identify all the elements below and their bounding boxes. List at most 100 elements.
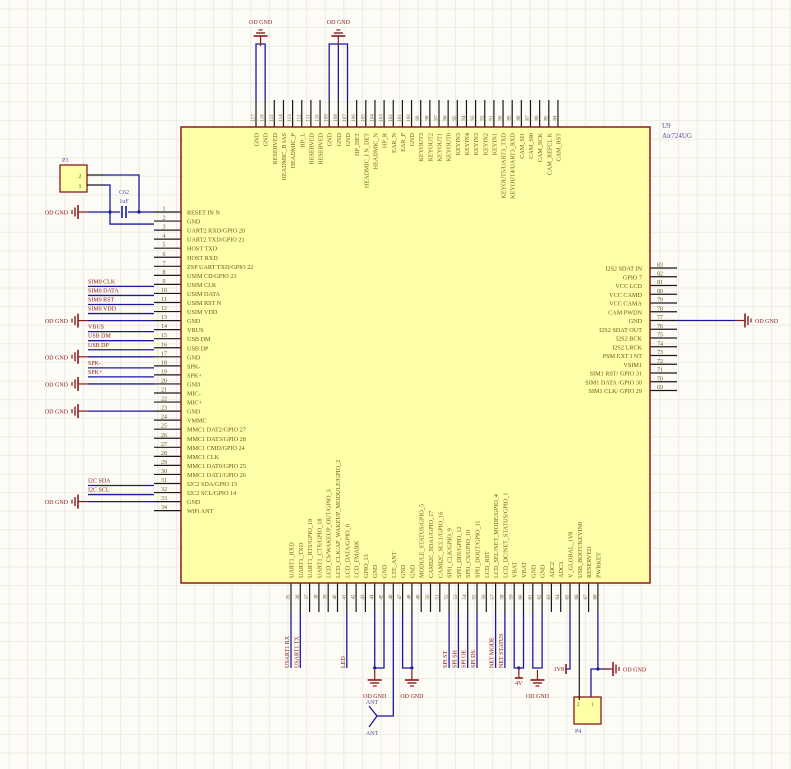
gnd-label: OD GND bbox=[400, 694, 424, 700]
pin-number: 52 bbox=[445, 594, 450, 600]
pin-name: KEYOUT2 bbox=[427, 133, 434, 162]
junction bbox=[137, 210, 141, 214]
pin-number: 18 bbox=[161, 360, 167, 366]
component-part-name: Air724UG bbox=[662, 132, 692, 140]
pin-name: CAM_SCK bbox=[537, 132, 544, 162]
pin-name: HEADMIC_B IAS bbox=[281, 132, 288, 180]
pin-name: GND bbox=[629, 318, 643, 325]
pin-name: PSM EXT I NT bbox=[603, 353, 642, 360]
wire bbox=[105, 174, 140, 212]
pin-name: GND bbox=[187, 354, 201, 361]
connector-p3[interactable] bbox=[59, 164, 105, 193]
pin-name: VCC CAMD bbox=[609, 292, 642, 299]
connector-pin-number: 2 bbox=[577, 703, 580, 708]
net-label: USART1 RX bbox=[285, 635, 291, 668]
pin-number: 77 bbox=[657, 315, 663, 321]
gnd-label: OD GND bbox=[45, 211, 69, 217]
gnd-label: OD GND bbox=[363, 694, 387, 700]
pin-name: CAM_RST bbox=[555, 133, 562, 162]
wire bbox=[377, 612, 394, 717]
pin-name: LCD_CS/WAKEUP_OUT/GPIO_3 bbox=[326, 489, 333, 578]
pin-number: 20 bbox=[161, 378, 167, 384]
net-label: SIM0 VDD bbox=[88, 307, 117, 313]
pin-number: 62 bbox=[538, 594, 543, 600]
pin-name: UART1_RXD bbox=[289, 542, 296, 578]
pin-name: SPK- bbox=[187, 363, 200, 370]
pin-name: KEYOUT1 bbox=[437, 133, 444, 162]
pin-name: I2C2 SCL/GPIO 14 bbox=[187, 490, 236, 497]
net-label: LED bbox=[341, 656, 347, 668]
pin-number: 114 bbox=[279, 114, 284, 122]
pin-name: SPI1_CLK/GPIO_9 bbox=[447, 528, 454, 578]
pin-number: 78 bbox=[657, 306, 663, 312]
pin-name: LCD_RST bbox=[484, 551, 491, 578]
gnd-label: OD GND bbox=[45, 500, 69, 506]
pin-number: 49 bbox=[417, 594, 422, 600]
pin-number: 17 bbox=[161, 351, 167, 357]
gnd-symbol: OD GND bbox=[526, 670, 550, 700]
pin-name: VBAT bbox=[521, 562, 528, 578]
pin-name: HP_L bbox=[299, 133, 306, 148]
connector-pin-number: 1 bbox=[79, 184, 82, 190]
pin-name: SPK+ bbox=[187, 372, 202, 379]
pin-number: 86 bbox=[535, 115, 540, 121]
pin-number: 61 bbox=[528, 594, 533, 600]
pin-number: 111 bbox=[306, 114, 311, 122]
pin-name: USB DM bbox=[187, 336, 211, 343]
pin-name: GND bbox=[254, 132, 261, 146]
pin-number: 103 bbox=[380, 114, 385, 122]
pin-number: 22 bbox=[161, 397, 167, 403]
connector-body bbox=[59, 164, 88, 193]
pin-number: 74 bbox=[657, 341, 663, 347]
pin-name: KEYIN2 bbox=[482, 133, 489, 155]
pin-number: 84 bbox=[553, 115, 558, 121]
pin-name: GND bbox=[409, 564, 416, 578]
component-body-u9[interactable] bbox=[180, 126, 651, 584]
pin-name: HOST TXD bbox=[187, 246, 218, 253]
net-label: VBUS bbox=[88, 325, 104, 331]
connector-p3-designator: P3 bbox=[62, 158, 68, 164]
pin-number: 76 bbox=[657, 324, 663, 330]
connector-p4[interactable] bbox=[573, 696, 602, 725]
pin-name: KEYOUT5/UART3_TXD bbox=[501, 132, 508, 198]
capacitor-c62[interactable] bbox=[121, 206, 127, 218]
power-label: 4V bbox=[515, 681, 523, 687]
pin-number: 16 bbox=[161, 342, 167, 348]
antenna-symbol[interactable] bbox=[368, 705, 378, 728]
pin-name: MMC1 DAT2/GPIO 27 bbox=[187, 427, 246, 434]
component-designator: U9 bbox=[662, 122, 671, 130]
pin-name: CAMI2C_SDA1/GPIO_17 bbox=[428, 511, 435, 578]
pin-number: 26 bbox=[161, 433, 167, 439]
pin-name: EAR_P bbox=[400, 132, 407, 151]
pin-name: VBAT bbox=[512, 562, 519, 578]
pin-name: KEYIN4 bbox=[464, 133, 471, 155]
power-label: 1V8 bbox=[554, 667, 564, 673]
pin-name: GND bbox=[372, 564, 379, 578]
net-label: SPI SH bbox=[452, 649, 458, 668]
pin-name: KEYOUT0 bbox=[446, 133, 453, 162]
pin-name: HOST RXD bbox=[187, 255, 218, 262]
pin-number: 37 bbox=[305, 594, 310, 600]
antenna-label: ANT bbox=[366, 731, 379, 737]
pin-name: LTE_ANT bbox=[391, 551, 398, 578]
pin-name: ADC2 bbox=[549, 562, 556, 578]
pin-name: I2S2 SDAT IN bbox=[605, 266, 642, 273]
junction bbox=[596, 667, 600, 671]
pin-name: SPI1_CS/GPIO_10 bbox=[465, 530, 472, 578]
capacitor-designator: C62 bbox=[119, 190, 129, 196]
pin-number: 4 bbox=[163, 234, 166, 240]
pin-name: GND bbox=[327, 132, 334, 146]
pin-name: MODULE_STATUS/GPIO_5 bbox=[419, 504, 426, 578]
pin-number: 92 bbox=[480, 115, 485, 121]
pin-name: LCD_FMARK bbox=[354, 540, 361, 578]
pin-name: V_GLOBAL_1V8 bbox=[568, 532, 575, 578]
pin-name: HEADMIC_P bbox=[290, 132, 297, 168]
pin-name: MIC- bbox=[187, 391, 201, 398]
pin-number: 11 bbox=[161, 297, 167, 303]
pin-number: 23 bbox=[161, 406, 167, 412]
pin-number: 42 bbox=[352, 594, 357, 600]
pin-number: 34 bbox=[161, 505, 167, 511]
pin-name: RESERVED bbox=[318, 132, 325, 164]
pin-name: USIM CLK bbox=[187, 282, 217, 289]
